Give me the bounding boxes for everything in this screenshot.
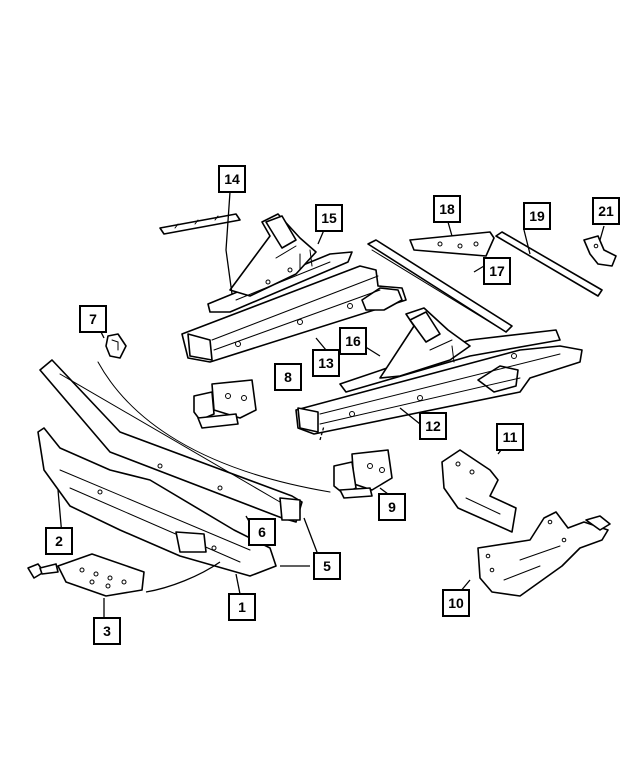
callout-1-label: 1 — [238, 599, 246, 615]
part-15-upper-rail — [207, 213, 353, 313]
callout-6-label: 6 — [258, 524, 266, 540]
part-17-diagonal-rail — [367, 239, 513, 333]
callout-12-label: 12 — [425, 418, 441, 434]
part-2-bumper-beam — [37, 427, 277, 577]
callout-13: 13 — [312, 349, 340, 377]
bolt-icon — [27, 563, 59, 579]
callout-18: 18 — [433, 195, 461, 223]
callout-13-label: 13 — [318, 355, 334, 371]
callout-16: 16 — [339, 327, 367, 355]
part-18-bracket — [409, 231, 495, 257]
callout-8-label: 8 — [284, 369, 292, 385]
callout-14-label: 14 — [224, 171, 240, 187]
part-6-seal-strip — [97, 361, 331, 493]
callout-9-label: 9 — [388, 499, 396, 515]
callout-2: 2 — [45, 527, 73, 555]
callout-12: 12 — [419, 412, 447, 440]
part-16-upper-rail — [339, 307, 561, 393]
part-11-bracket-plate — [441, 449, 517, 533]
callout-11-label: 11 — [503, 429, 518, 445]
part-3-skid-plate — [57, 553, 145, 597]
callout-17: 17 — [483, 257, 511, 285]
callout-8: 8 — [274, 363, 302, 391]
part-12-frame-rail — [295, 345, 583, 435]
part-19-rod — [495, 231, 603, 297]
callout-19-label: 19 — [529, 208, 545, 224]
callout-15: 15 — [315, 204, 343, 232]
callout-15-label: 15 — [321, 210, 337, 226]
part-10-crossmember — [477, 511, 611, 597]
callout-17-label: 17 — [489, 263, 505, 279]
callout-7: 7 — [79, 305, 107, 333]
callout-14: 14 — [218, 165, 246, 193]
part-7-clip — [105, 333, 127, 359]
callout-21-label: 21 — [598, 203, 614, 219]
callout-5: 5 — [313, 552, 341, 580]
callout-10-label: 10 — [448, 595, 464, 611]
leader-lines — [57, 191, 605, 620]
callout-11: 11 — [496, 423, 524, 451]
callout-3-label: 3 — [103, 623, 111, 639]
part-13-frame-rail — [181, 265, 407, 363]
callout-3: 3 — [93, 617, 121, 645]
callout-9: 9 — [378, 493, 406, 521]
callout-16-label: 16 — [345, 333, 361, 349]
callout-1: 1 — [228, 593, 256, 621]
callout-5-label: 5 — [323, 558, 331, 574]
callout-6: 6 — [248, 518, 276, 546]
part-8-bracket — [193, 379, 257, 429]
callout-10: 10 — [442, 589, 470, 617]
part-9-bracket — [333, 449, 393, 499]
callout-19: 19 — [523, 202, 551, 230]
part-14-strip — [159, 213, 241, 235]
part-21-clip — [583, 235, 617, 267]
callout-21: 21 — [592, 197, 620, 225]
callout-2-label: 2 — [55, 533, 63, 549]
callout-18-label: 18 — [439, 201, 455, 217]
callout-7-label: 7 — [89, 311, 97, 327]
part-6-reinforcement — [39, 359, 303, 523]
